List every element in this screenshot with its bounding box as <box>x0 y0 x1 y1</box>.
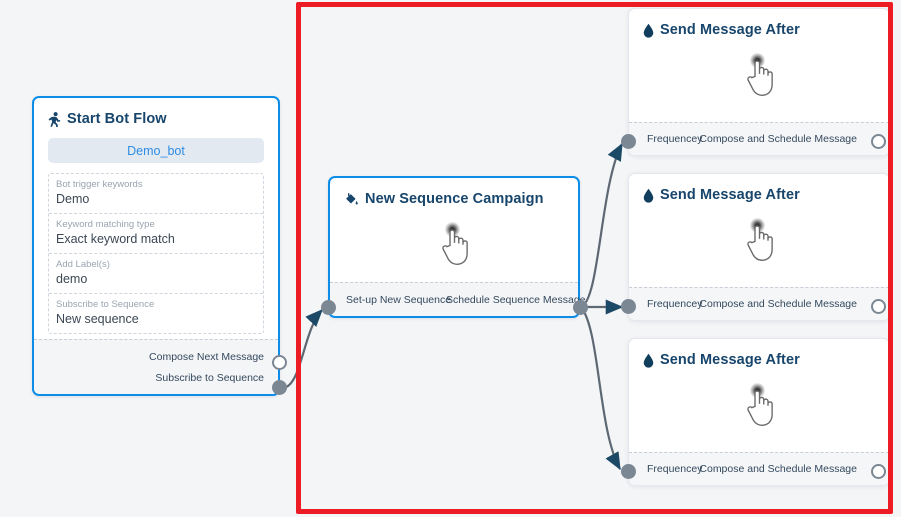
field-value: demo <box>56 272 88 286</box>
port-frequencey-card-2[interactable] <box>621 299 636 314</box>
port-label-schedule-sequence-message: Schedule Sequence Message <box>446 293 586 306</box>
start-bot-flow-ports: Compose Next Message Subscribe to Sequen… <box>34 339 278 394</box>
port-frequencey-card-3[interactable] <box>621 464 636 479</box>
send-message-after-header: Send Message After <box>629 339 889 377</box>
send-message-after-header: Send Message After <box>629 9 889 47</box>
water-droplet-icon <box>643 23 654 38</box>
new-sequence-campaign-body <box>330 216 578 274</box>
field-label: Add Label(s) <box>56 259 110 270</box>
field-add-labels[interactable]: Add Label(s) demo <box>49 254 263 294</box>
send-message-after-ports: Frequencey Compose and Schedule Message <box>629 287 889 320</box>
send-message-after-ports: Frequencey Compose and Schedule Message <box>629 452 889 485</box>
water-droplet-icon <box>643 188 654 203</box>
field-keyword-matching-type[interactable]: Keyword matching type Exact keyword matc… <box>49 214 263 254</box>
port-label-setup-new-sequence: Set-up New Sequence <box>346 293 452 306</box>
send-message-after-body <box>629 212 889 270</box>
port-label-compose-and-schedule-message: Compose and Schedule Message <box>699 298 857 310</box>
field-value: Exact keyword match <box>56 232 175 246</box>
paint-bucket-icon <box>344 192 359 207</box>
field-value: Demo <box>56 192 90 206</box>
field-label: Subscribe to Sequence <box>56 299 155 310</box>
node-send-message-after[interactable]: Send Message After Frequencey Compose an… <box>628 338 890 486</box>
port-label-frequencey: Frequencey <box>647 298 703 310</box>
port-label-subscribe-to-sequence: Subscribe to Sequence <box>155 371 264 384</box>
running-person-icon <box>48 111 61 127</box>
bot-selector-label: Demo_bot <box>127 143 185 158</box>
port-label-compose-and-schedule-message: Compose and Schedule Message <box>699 133 857 145</box>
field-label: Keyword matching type <box>56 219 155 230</box>
node-new-sequence-campaign[interactable]: New Sequence Campaign Set-up New Sequenc… <box>328 176 586 318</box>
port-label-frequencey: Frequencey <box>647 463 703 475</box>
new-sequence-campaign-ports: Set-up New Sequence Schedule Sequence Me… <box>330 282 586 316</box>
node-send-message-after[interactable]: Send Message After Frequencey Compose an… <box>628 8 890 156</box>
new-sequence-campaign-title: New Sequence Campaign <box>365 191 544 207</box>
port-label-compose-next-message: Compose Next Message <box>149 350 264 363</box>
start-bot-flow-title: Start Bot Flow <box>67 111 167 127</box>
edge-start-to-sequence <box>282 309 323 390</box>
edge-sequence-to-card-1 <box>580 142 623 309</box>
send-message-after-body <box>629 47 889 105</box>
field-value: New sequence <box>56 312 139 326</box>
port-compose-and-schedule-message-card-1[interactable] <box>871 134 886 149</box>
port-setup-new-sequence[interactable] <box>321 300 336 315</box>
hand-cursor-icon <box>739 383 779 429</box>
port-compose-and-schedule-message-card-2[interactable] <box>871 299 886 314</box>
port-compose-and-schedule-message-card-3[interactable] <box>871 464 886 479</box>
port-label-frequencey: Frequencey <box>647 133 703 145</box>
send-message-after-title: Send Message After <box>660 187 800 203</box>
field-label: Bot trigger keywords <box>56 179 143 190</box>
port-frequencey-card-1[interactable] <box>621 134 636 149</box>
node-send-message-after[interactable]: Send Message After Frequencey Compose an… <box>628 173 890 321</box>
send-message-after-body <box>629 377 889 435</box>
port-compose-next-message[interactable] <box>272 355 287 370</box>
node-start-bot-flow[interactable]: Start Bot Flow Demo_bot Bot trigger keyw… <box>32 96 280 396</box>
send-message-after-title: Send Message After <box>660 352 800 368</box>
hand-cursor-icon <box>739 218 779 264</box>
water-droplet-icon <box>643 353 654 368</box>
field-bot-trigger-keywords[interactable]: Bot trigger keywords Demo <box>49 174 263 214</box>
hand-cursor-icon <box>739 53 779 99</box>
edge-sequence-to-card-3 <box>580 306 621 471</box>
bot-selector-pill[interactable]: Demo_bot <box>48 138 264 163</box>
send-message-after-ports: Frequencey Compose and Schedule Message <box>629 122 889 155</box>
port-subscribe-to-sequence[interactable] <box>272 380 287 395</box>
bot-config-fields: Bot trigger keywords Demo Keyword matchi… <box>48 173 264 334</box>
hand-cursor-icon <box>434 222 474 268</box>
new-sequence-campaign-header: New Sequence Campaign <box>330 178 578 216</box>
start-bot-flow-header: Start Bot Flow <box>34 98 278 136</box>
field-subscribe-to-sequence[interactable]: Subscribe to Sequence New sequence <box>49 294 263 333</box>
send-message-after-header: Send Message After <box>629 174 889 212</box>
port-label-compose-and-schedule-message: Compose and Schedule Message <box>699 463 857 475</box>
send-message-after-title: Send Message After <box>660 22 800 38</box>
port-schedule-sequence-message[interactable] <box>573 300 588 315</box>
